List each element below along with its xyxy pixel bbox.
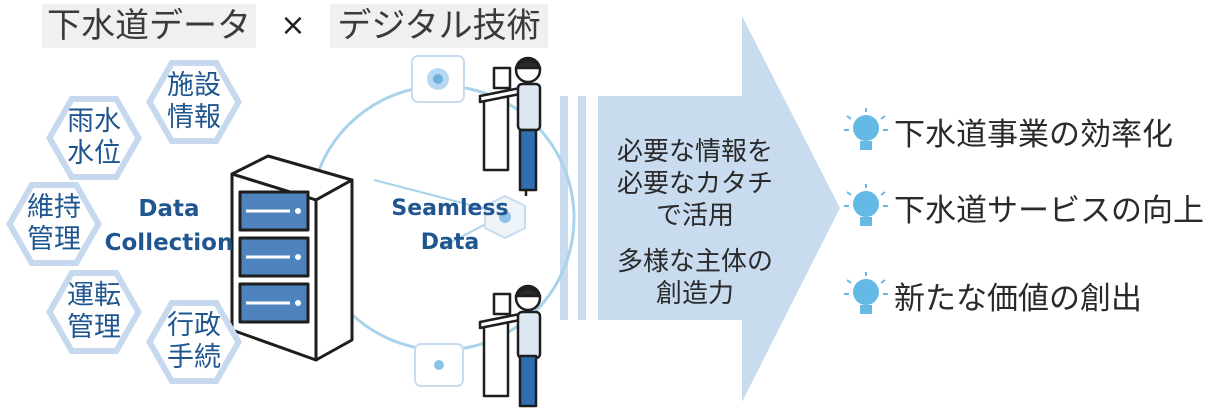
hex-label-line2: 情報: [167, 102, 221, 133]
result-efficiency: 下水道事業の効率化: [880, 106, 1173, 156]
lightbulb-icon: [844, 272, 888, 314]
arrow-text-3: で活用: [655, 201, 734, 231]
hex-facility-info: 施設 情報: [146, 60, 242, 144]
result-service-improvement: 下水道サービスの向上: [880, 182, 1204, 232]
result-label: 下水道事業の効率化: [894, 116, 1173, 153]
data-collection-line2: Collection: [104, 230, 234, 256]
connection-line: [373, 179, 506, 215]
hex-label-line1: 施設: [167, 70, 221, 101]
result-new-value: 新たな価値の創出: [880, 270, 1142, 320]
header-sewer-data: 下水道データ: [42, 4, 256, 48]
hex-label-line1: 運転: [67, 280, 121, 311]
hex-maintenance: 維持 管理: [6, 182, 102, 266]
hex-label-line1: 行政: [167, 310, 221, 341]
seamless-line2: Data: [420, 230, 480, 255]
arrow-text-1: 必要な情報を: [616, 137, 773, 167]
hex-label-line2: 手続: [167, 342, 221, 373]
header-digital-tech: デジタル技術: [330, 4, 548, 48]
server-icon: [230, 154, 354, 362]
data-collection-line1: Data: [138, 196, 200, 222]
hex-operation: 運転 管理: [46, 270, 142, 354]
hex-label-line1: 維持: [27, 192, 81, 223]
arrow-stripe-1: [560, 96, 568, 320]
result-label: 下水道サービスの向上: [894, 192, 1204, 229]
seamless-line1: Seamless: [391, 196, 509, 221]
hex-label-line1: 雨水: [67, 106, 121, 137]
arrow-text-5: 創造力: [655, 279, 734, 309]
arrow-text-4: 多様な主体の: [616, 247, 773, 277]
node-bottom-icon: [434, 360, 444, 370]
result-label: 新たな価値の創出: [894, 280, 1142, 317]
person-top-icon: [478, 56, 542, 196]
hex-admin-procedures: 行政 手続: [146, 300, 242, 384]
lightbulb-icon: [844, 108, 888, 150]
seamless-data-label: Seamless Data: [388, 192, 512, 260]
times-symbol: ×: [280, 8, 306, 43]
arrow-text-2: 必要なカタチ: [616, 169, 773, 199]
arrow-stripe-2: [578, 96, 586, 320]
data-collection-label: Data Collection: [104, 192, 234, 260]
process-arrow: [598, 16, 840, 402]
hex-label-line2: 水位: [67, 138, 121, 169]
hex-rainwater-level: 雨水 水位: [46, 96, 142, 180]
person-bottom-icon: [478, 284, 542, 408]
hex-label-line2: 管理: [27, 224, 81, 255]
lightbulb-icon: [844, 184, 888, 226]
hex-label-line2: 管理: [67, 312, 121, 343]
